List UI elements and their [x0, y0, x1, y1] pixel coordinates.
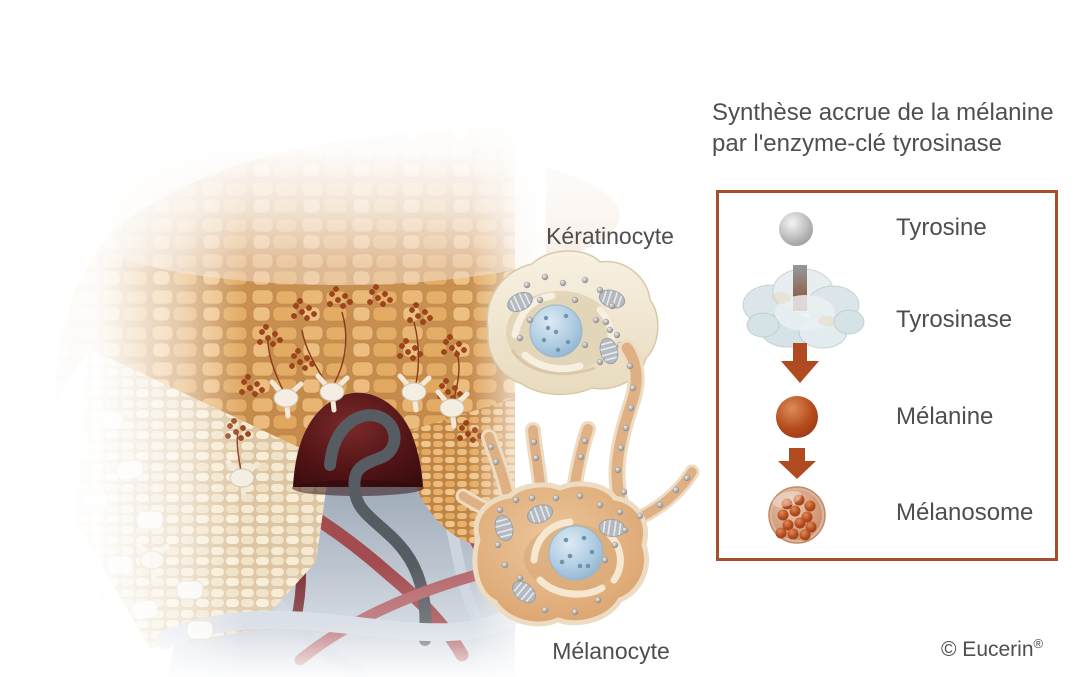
- melanocyte-nucleus: [548, 525, 604, 581]
- down-arrow-icon: [778, 448, 816, 479]
- melanocyte-label: Mélanocyte: [552, 638, 670, 664]
- legend-label-melanine: Mélanine: [896, 403, 994, 430]
- copyright-text: © Eucerin: [941, 638, 1034, 661]
- melanocyte-er: [530, 518, 624, 598]
- legend-label-tyrosine: Tyrosine: [896, 214, 987, 241]
- tyrosine-sphere-icon: [779, 212, 813, 246]
- registered-trademark-symbol: ®: [1033, 636, 1044, 651]
- melanin-sphere-icon: [776, 396, 818, 438]
- keratinocyte-nucleus: [529, 304, 583, 358]
- melanosome-icon: [768, 486, 826, 544]
- keratinocyte-label: Kératinocyte: [546, 223, 674, 249]
- legend-label-tyrosinase: Tyrosinase: [896, 306, 1013, 333]
- skin-cross-section-illustration: [0, 0, 700, 677]
- diagram-title: Synthèse accrue de la mélanine par l'enz…: [712, 97, 1082, 159]
- conversion-arrow-icon: [781, 343, 819, 383]
- copyright-notice: © Eucerin®: [941, 636, 1043, 662]
- legend-icon-column: [742, 212, 865, 544]
- melanocyte-cell: [455, 339, 700, 627]
- diagram-title-line2: par l'enzyme-clé tyrosinase: [712, 130, 1003, 157]
- tyrosinase-enzyme-icon: [742, 265, 865, 383]
- melanin-synthesis-legend: Tyrosine Tyrosinase Mélanine Mélanosome: [716, 190, 1058, 561]
- keratinocyte-cell: [486, 250, 659, 396]
- legend-label-melanosome: Mélanosome: [896, 499, 1034, 526]
- diagram-title-line1: Synthèse accrue de la mélanine: [712, 99, 1054, 126]
